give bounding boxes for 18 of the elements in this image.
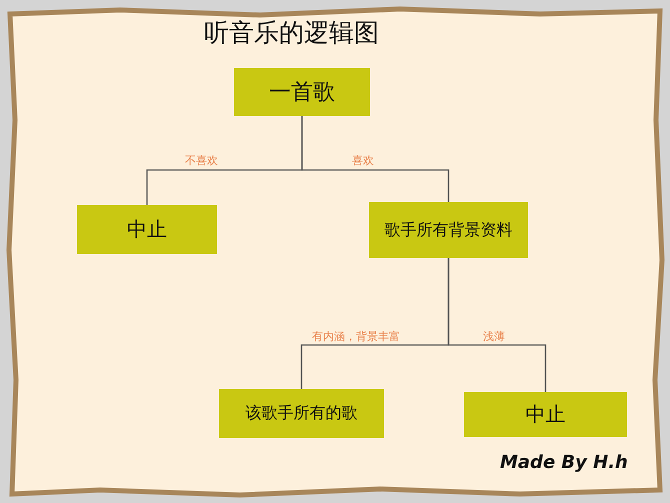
box-text: 中止 [127, 216, 167, 243]
process-box [219, 389, 384, 438]
process-box [464, 392, 627, 437]
edge-label: 浅薄 [481, 330, 507, 343]
process-box [77, 205, 217, 254]
connector-line [301, 116, 450, 202]
box-text: 歌手所有背景资料 [384, 220, 512, 240]
edge-label: 有内涵，背景丰富 [310, 330, 402, 343]
edge-label: 喜欢 [350, 154, 376, 167]
edge-label: 不喜欢 [183, 154, 220, 167]
title: 听音乐的逻辑图 [204, 17, 379, 49]
process-box [369, 202, 528, 258]
connector-line [448, 258, 546, 392]
signature-text: Made By H.h [500, 452, 628, 473]
box-text: 中止 [526, 401, 566, 428]
box-text: 该歌手所有的歌 [246, 403, 358, 424]
process-box [234, 68, 370, 116]
box-text: 一首歌 [269, 79, 335, 107]
